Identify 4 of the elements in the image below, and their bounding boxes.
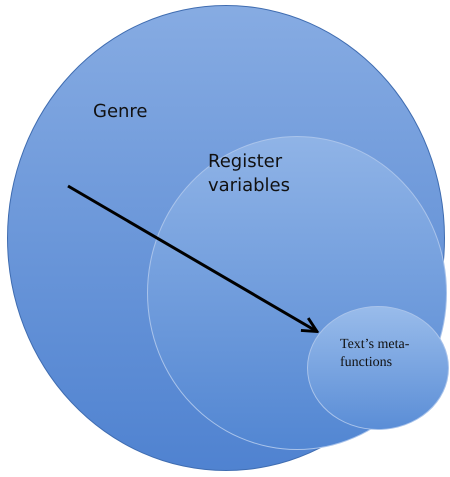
circle-label: Text’s meta-functions [340, 336, 410, 371]
arrow [67, 184, 318, 333]
circle-label: Genre [93, 101, 149, 123]
circle-label: Register variables [208, 150, 291, 198]
